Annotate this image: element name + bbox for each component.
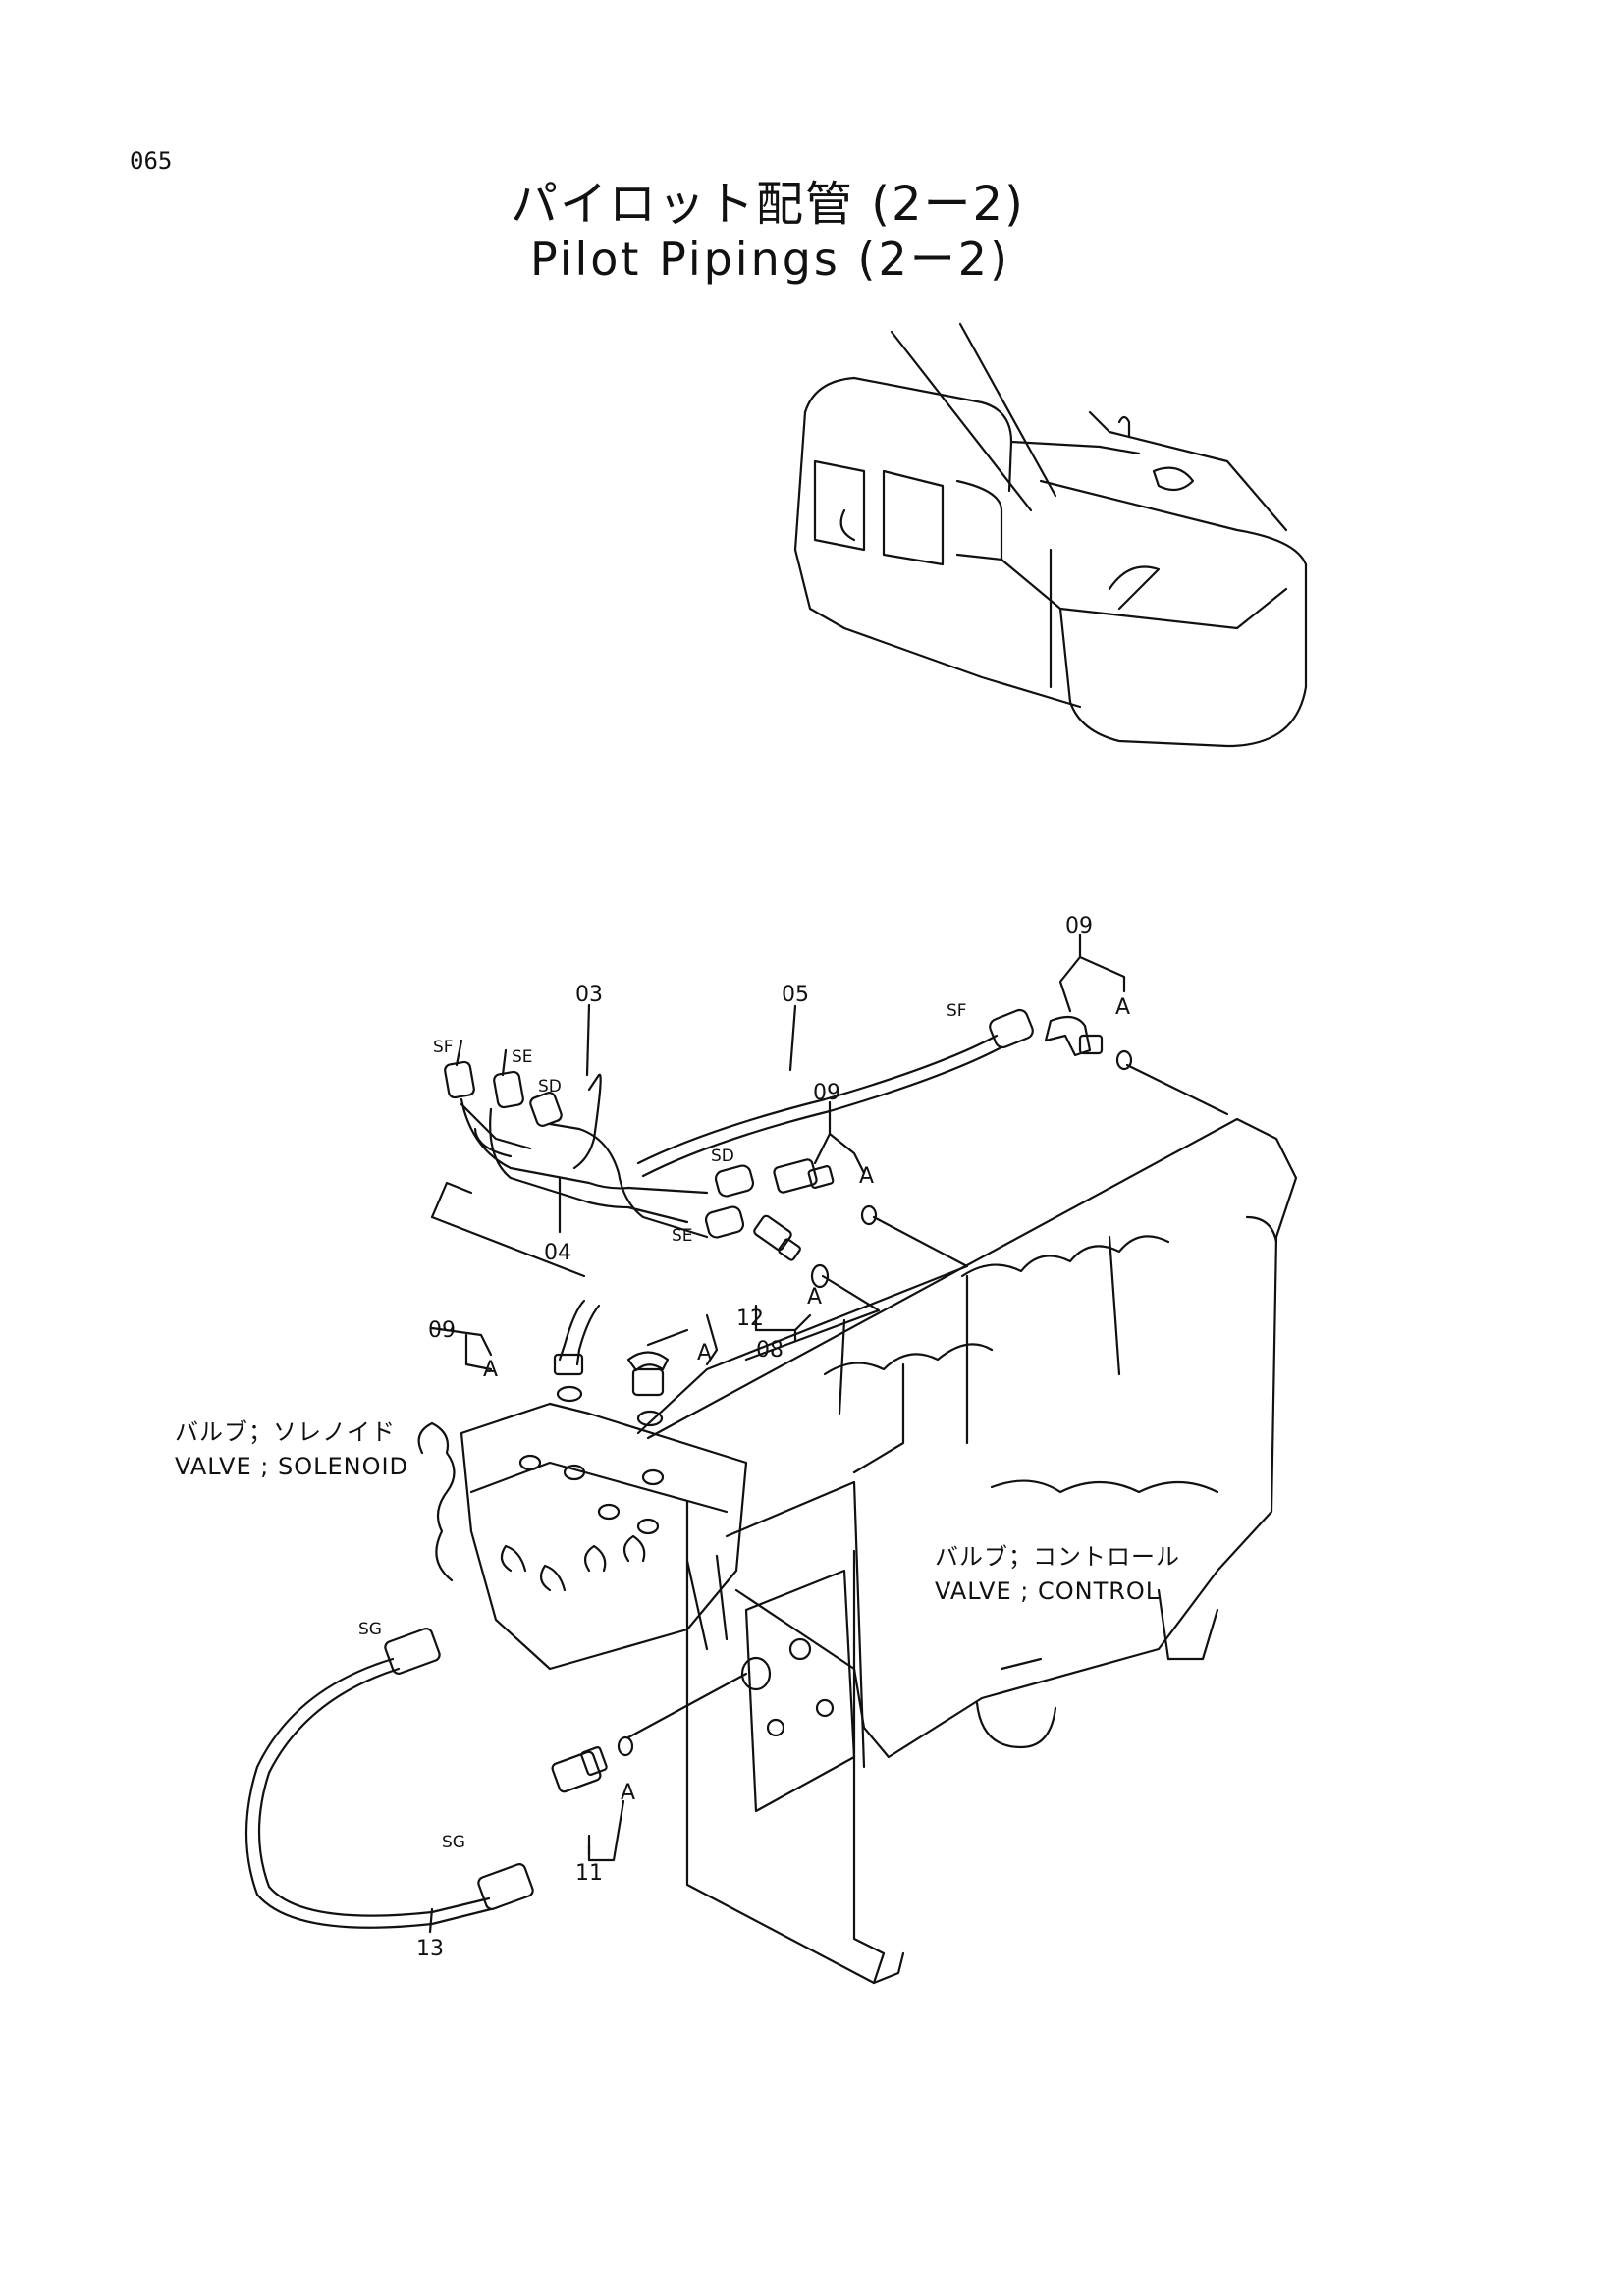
page-number: 065 bbox=[130, 147, 173, 175]
detail-mark-a-1: A bbox=[1115, 995, 1130, 1020]
mounting-bracket-drawing bbox=[685, 1480, 905, 1985]
port-label-sd-pipe: SD bbox=[711, 1147, 734, 1166]
callout-09-left: 09 bbox=[428, 1318, 456, 1343]
detail-mark-a-2: A bbox=[859, 1164, 874, 1189]
port-label-sf-left: SF bbox=[433, 1038, 454, 1057]
callout-09-top: 09 bbox=[1065, 914, 1093, 938]
control-valve-drawing bbox=[646, 1117, 1298, 1759]
detail-mark-a-4: A bbox=[483, 1358, 498, 1382]
detail-mark-a-6: A bbox=[621, 1781, 635, 1805]
solenoid-valve-drawing bbox=[417, 1402, 748, 1671]
callout-12: 12 bbox=[736, 1307, 764, 1331]
title-english: Pilot Pipings (2ー2) bbox=[530, 233, 1010, 286]
diagram-labels: 03 04 05 09 09 09 12 08 11 13 A A A A A … bbox=[175, 914, 1180, 1961]
detail-mark-a-3: A bbox=[807, 1285, 822, 1309]
solenoid-valve-label-en: VALVE ; SOLENOID bbox=[175, 1453, 408, 1480]
callout-11: 11 bbox=[575, 1861, 603, 1886]
hose-13-drawing bbox=[244, 1628, 748, 1929]
solenoid-valve-label-jp: バルブ；ソレノイド bbox=[175, 1418, 396, 1446]
callout-09-middle: 09 bbox=[813, 1081, 840, 1105]
callout-13: 13 bbox=[416, 1937, 444, 1961]
control-valve-label-jp: バルブ；コントロール bbox=[935, 1543, 1180, 1571]
port-label-sd-left: SD bbox=[538, 1077, 562, 1096]
excavator-overview-drawing bbox=[793, 322, 1308, 748]
control-valve-label-en: VALVE ; CONTROL bbox=[935, 1577, 1160, 1605]
title-japanese: パイロット配管 (2ー2) bbox=[511, 177, 1025, 232]
pilot-pipe-assembly bbox=[430, 1008, 1229, 1435]
detail-mark-a-5: A bbox=[697, 1341, 712, 1365]
port-label-se-pipe: SE bbox=[672, 1226, 693, 1246]
port-label-sg-top: SG bbox=[358, 1620, 382, 1639]
callout-08: 08 bbox=[756, 1338, 784, 1362]
port-label-se-left: SE bbox=[512, 1047, 533, 1067]
port-label-sf-pipe: SF bbox=[947, 1001, 967, 1021]
callout-05: 05 bbox=[782, 983, 809, 1007]
callout-leaders bbox=[428, 933, 1126, 1934]
callout-03: 03 bbox=[575, 983, 603, 1007]
port-label-sg-bottom: SG bbox=[442, 1833, 465, 1852]
callout-04: 04 bbox=[544, 1241, 571, 1265]
